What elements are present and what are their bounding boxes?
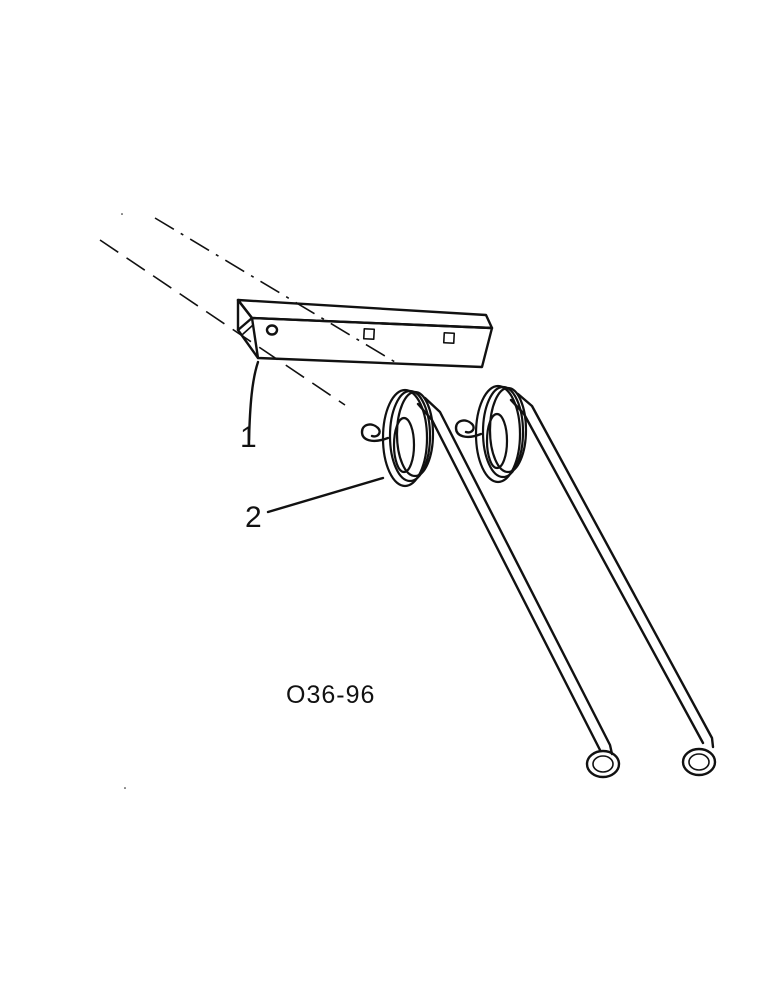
spring-right [454,384,717,777]
callout-2: 2 [245,501,262,534]
figure-id: O36-96 [286,681,375,709]
part-1-bracket [236,298,494,369]
speck [124,787,126,789]
leader-line-2 [266,476,385,514]
speck [121,213,123,215]
centerline-upper [154,217,396,363]
spring-left [360,388,621,779]
centerlines [99,217,396,406]
leader-line-1 [247,360,260,442]
callout-1: 1 [240,421,257,454]
centerline-lower [99,239,346,406]
